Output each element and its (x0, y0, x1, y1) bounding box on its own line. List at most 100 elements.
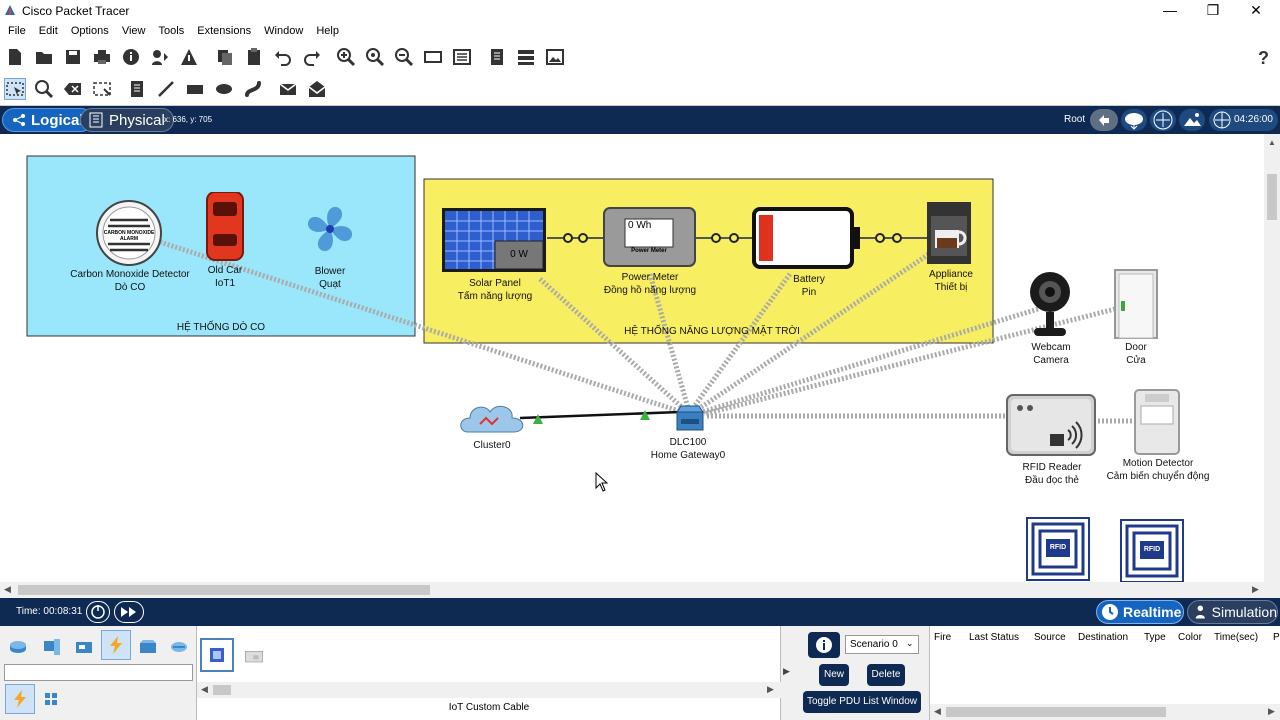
realtime-mode-button[interactable]: Realtime (1096, 600, 1184, 624)
select-icon[interactable] (4, 78, 26, 100)
simple-pdu-icon[interactable] (277, 78, 299, 100)
save-icon[interactable] (62, 46, 84, 68)
resize-shape-icon[interactable] (91, 78, 113, 100)
close-button[interactable]: ✕ (1250, 2, 1262, 18)
new-scenario-button[interactable]: New (819, 664, 849, 686)
appliance-device[interactable] (925, 200, 973, 266)
new-file-icon[interactable] (4, 46, 26, 68)
webcam-device[interactable] (1028, 270, 1072, 340)
freeform-icon[interactable] (242, 78, 264, 100)
zoom-reset-icon[interactable] (364, 46, 386, 68)
end-devices-icon[interactable] (38, 633, 66, 661)
new-cluster-button[interactable] (1121, 109, 1147, 131)
network-devices-icon[interactable] (4, 633, 32, 661)
notes-icon[interactable] (486, 46, 508, 68)
wireless-cable-icon[interactable] (237, 642, 271, 670)
fast-forward-button[interactable] (114, 601, 144, 623)
menu-options[interactable]: Options (70, 25, 109, 37)
miscellaneous-icon[interactable] (134, 633, 162, 661)
blower-device[interactable] (301, 200, 359, 258)
canvas-horizontal-scrollbar[interactable]: ◀ ▶ (0, 582, 1280, 598)
old-car-device[interactable] (205, 191, 245, 262)
pdu-col-color[interactable]: Color (1178, 632, 1202, 643)
draw-ellipse-icon[interactable] (213, 78, 235, 100)
rfid-reader-device[interactable] (1006, 394, 1096, 456)
network-wizard-icon[interactable] (149, 46, 171, 68)
move-object-button[interactable] (1150, 109, 1176, 131)
toggle-pdu-list-button[interactable]: Toggle PDU List Window (803, 691, 921, 713)
set-background-button[interactable] (1179, 109, 1205, 131)
device-search-input[interactable] (4, 664, 193, 681)
components-icon[interactable] (70, 633, 98, 661)
menu-edit[interactable]: Edit (38, 25, 58, 37)
co-detector-device[interactable]: CARBON MONOXIDE ALARM (96, 200, 162, 266)
inspect-icon[interactable] (33, 78, 55, 100)
motion-detector-device[interactable] (1133, 388, 1181, 456)
simulation-mode-button[interactable]: Simulation (1187, 600, 1278, 624)
zoom-in-icon[interactable] (335, 46, 357, 68)
paste-icon[interactable] (243, 46, 265, 68)
multiuser-icon[interactable] (165, 633, 193, 661)
solar-panel-device[interactable]: 0 W (441, 207, 547, 273)
activity-wizard-icon[interactable] (178, 46, 200, 68)
menu-file[interactable]: File (8, 25, 26, 37)
place-note-icon[interactable] (126, 78, 148, 100)
selected-cable-label: IoT Custom Cable (448, 702, 530, 713)
menu-help[interactable]: Help (316, 25, 339, 37)
connections-subtype-icon[interactable] (5, 684, 35, 714)
physical-tab[interactable]: Physical (80, 108, 174, 132)
pdu-col-source[interactable]: Source (1034, 632, 1066, 643)
minimize-button[interactable]: — (1163, 2, 1177, 18)
pdu-col-type[interactable]: Type (1144, 632, 1166, 643)
power-meter-device[interactable]: 0 Wh Power Meter (603, 207, 696, 267)
rfid-card-2-device[interactable]: RFID (1120, 519, 1184, 582)
connections-icon[interactable] (101, 630, 131, 660)
cluster-icon[interactable] (515, 46, 537, 68)
canvas-vertical-scrollbar[interactable]: ▲ (1264, 134, 1280, 582)
logical-tab[interactable]: Logical (2, 108, 93, 132)
iot-custom-cable-icon[interactable] (200, 638, 234, 672)
cable-list-scrollbar[interactable]: ◀ ▶ (197, 682, 781, 698)
pdu-col-destination[interactable]: Destination (1078, 632, 1129, 643)
delete-icon[interactable] (62, 78, 84, 100)
viewport-clock[interactable]: 04:26:00 (1209, 109, 1278, 131)
maximize-button[interactable]: ❐ (1206, 2, 1220, 18)
copy-icon[interactable] (214, 46, 236, 68)
grid-view-icon[interactable] (40, 688, 62, 710)
scenario-select[interactable]: Scenario 0 ⌄ (845, 635, 919, 654)
door-device[interactable] (1114, 269, 1158, 339)
info-icon[interactable] (120, 46, 142, 68)
power-cycle-button[interactable] (86, 601, 110, 623)
print-icon[interactable] (91, 46, 113, 68)
drawing-palette-icon[interactable] (422, 46, 444, 68)
battery-device[interactable] (752, 207, 862, 269)
back-button[interactable] (1090, 109, 1118, 131)
pdu-list-scrollbar[interactable]: ◀ ▶ (930, 704, 1280, 720)
custom-device-icon[interactable] (451, 46, 473, 68)
logical-workspace[interactable]: HỆ THỐNG DÒ CO HỆ THỐNG NĂNG LƯỢNG MẶT T… (0, 134, 1264, 582)
menu-window[interactable]: Window (264, 25, 304, 37)
pdu-col-last-status[interactable]: Last Status (969, 632, 1020, 643)
zoom-out-icon[interactable] (393, 46, 415, 68)
image-icon[interactable] (544, 46, 566, 68)
draw-rectangle-icon[interactable] (184, 78, 206, 100)
pdu-col-periodic[interactable]: P (1273, 632, 1280, 643)
home-gateway-device[interactable] (673, 404, 707, 432)
delete-scenario-button[interactable]: Delete (867, 664, 905, 686)
pdu-col-time[interactable]: Time(sec) (1214, 632, 1259, 643)
cluster0-device[interactable] (458, 400, 526, 438)
menu-view[interactable]: View (121, 25, 146, 37)
help-icon[interactable]: ? (1252, 46, 1274, 68)
menu-extensions[interactable]: Extensions (197, 25, 252, 37)
panel-expand-arrow[interactable]: ▶ (783, 666, 790, 676)
complex-pdu-icon[interactable] (306, 78, 328, 100)
redo-icon[interactable] (301, 46, 323, 68)
draw-line-icon[interactable] (155, 78, 177, 100)
open-folder-icon[interactable] (33, 46, 55, 68)
scenario-info-button[interactable] (808, 632, 840, 658)
menu-tools[interactable]: Tools (158, 25, 185, 37)
rfid-card-1-device[interactable]: RFID (1026, 517, 1090, 581)
undo-icon[interactable] (272, 46, 294, 68)
pdu-col-fire[interactable]: Fire (934, 632, 952, 643)
